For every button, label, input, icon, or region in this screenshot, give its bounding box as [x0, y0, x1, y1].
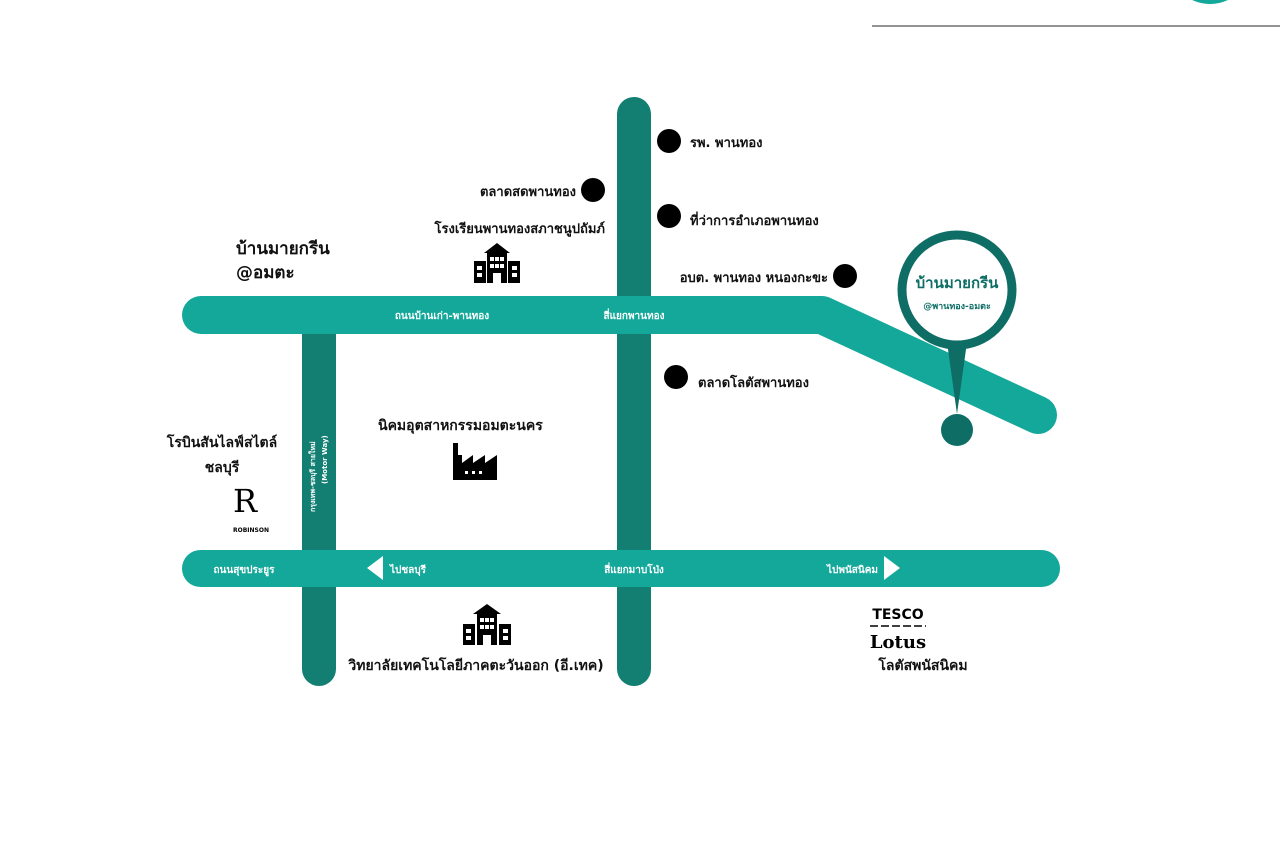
poi-robinson-line2: ชลบุรี	[205, 460, 240, 476]
junction-label-top: สี่แยกพานทอง	[604, 308, 665, 322]
poi-industrial: นิคมอุตสาหกรรมอมตะนคร	[378, 418, 543, 434]
poi-hospital: รพ. พานทอง	[690, 136, 763, 151]
svg-text:R: R	[233, 482, 258, 520]
robinson-logo: R ROBINSON	[233, 482, 269, 534]
poi-dot-hospital	[657, 129, 681, 153]
arrow-right-icon	[884, 556, 900, 580]
factory-icon	[453, 443, 497, 480]
tesco-lotus-logo: TESCO Lotus	[870, 607, 926, 653]
title-line1: บ้านมายกรีน	[236, 238, 330, 259]
pin-label-line2: @พานทอง-อมตะ	[923, 302, 991, 312]
header-logo-fragment	[1192, 0, 1228, 4]
road-vertical-main	[617, 97, 651, 686]
road-motorway	[302, 316, 336, 686]
pin-label-line1: บ้านมายกรีน	[916, 274, 999, 292]
title-line2: @อมตะ	[236, 263, 295, 283]
direction-label-phanat: ไปพนัสนิคม	[826, 563, 878, 576]
poi-dot-sao	[833, 264, 857, 288]
poi-robinson-line1: โรบินสันไลฟ์สไตล์	[166, 433, 277, 451]
road-top	[182, 296, 1057, 434]
road-label-motorway-en: (Motor Way)	[321, 435, 329, 484]
poi-fresh-market: ตลาดสดพานทอง	[480, 185, 576, 200]
poi-dot-lotus-market	[664, 365, 688, 389]
poi-dot-district-office	[657, 204, 681, 228]
road-label-motorway: กรุงเทพ-ชลบุรี สายใหม่	[308, 441, 317, 512]
svg-text:Lotus: Lotus	[870, 632, 926, 653]
poi-lotus-market: ตลาดโลตัสพานทอง	[698, 374, 809, 391]
poi-school: โรงเรียนพานทองสภาชนูปถัมภ์	[434, 220, 606, 237]
college-building-icon	[463, 604, 511, 645]
road-label-top: ถนนบ้านเก่า-พานทอง	[395, 310, 489, 322]
pin-point-icon	[941, 414, 973, 446]
poi-dot-fresh-market	[581, 178, 605, 202]
junction-label-bottom: สี่แยกมาบโป่ง	[604, 562, 664, 576]
school-building-icon	[474, 243, 520, 283]
svg-text:ROBINSON: ROBINSON	[233, 527, 269, 534]
road-label-bottom: ถนนสุขประยูร	[214, 564, 276, 577]
direction-label-chonburi: ไปชลบุรี	[389, 563, 427, 576]
arrow-left-icon	[367, 556, 383, 580]
location-pin[interactable]: บ้านมายกรีน @พานทอง-อมตะ	[897, 230, 1017, 446]
svg-text:TESCO: TESCO	[872, 607, 923, 623]
poi-sao: อบต. พานทอง หนองกะขะ	[680, 271, 828, 286]
poi-college: วิทยาลัยเทคโนโลยีภาคตะวันออก (อี.เทค)	[347, 656, 603, 674]
poi-district-office: ที่ว่าการอำเภอพานทอง	[690, 211, 819, 229]
road-bottom	[182, 550, 1060, 587]
poi-tesco-lotus: โลตัสพนัสนิคม	[877, 656, 967, 674]
